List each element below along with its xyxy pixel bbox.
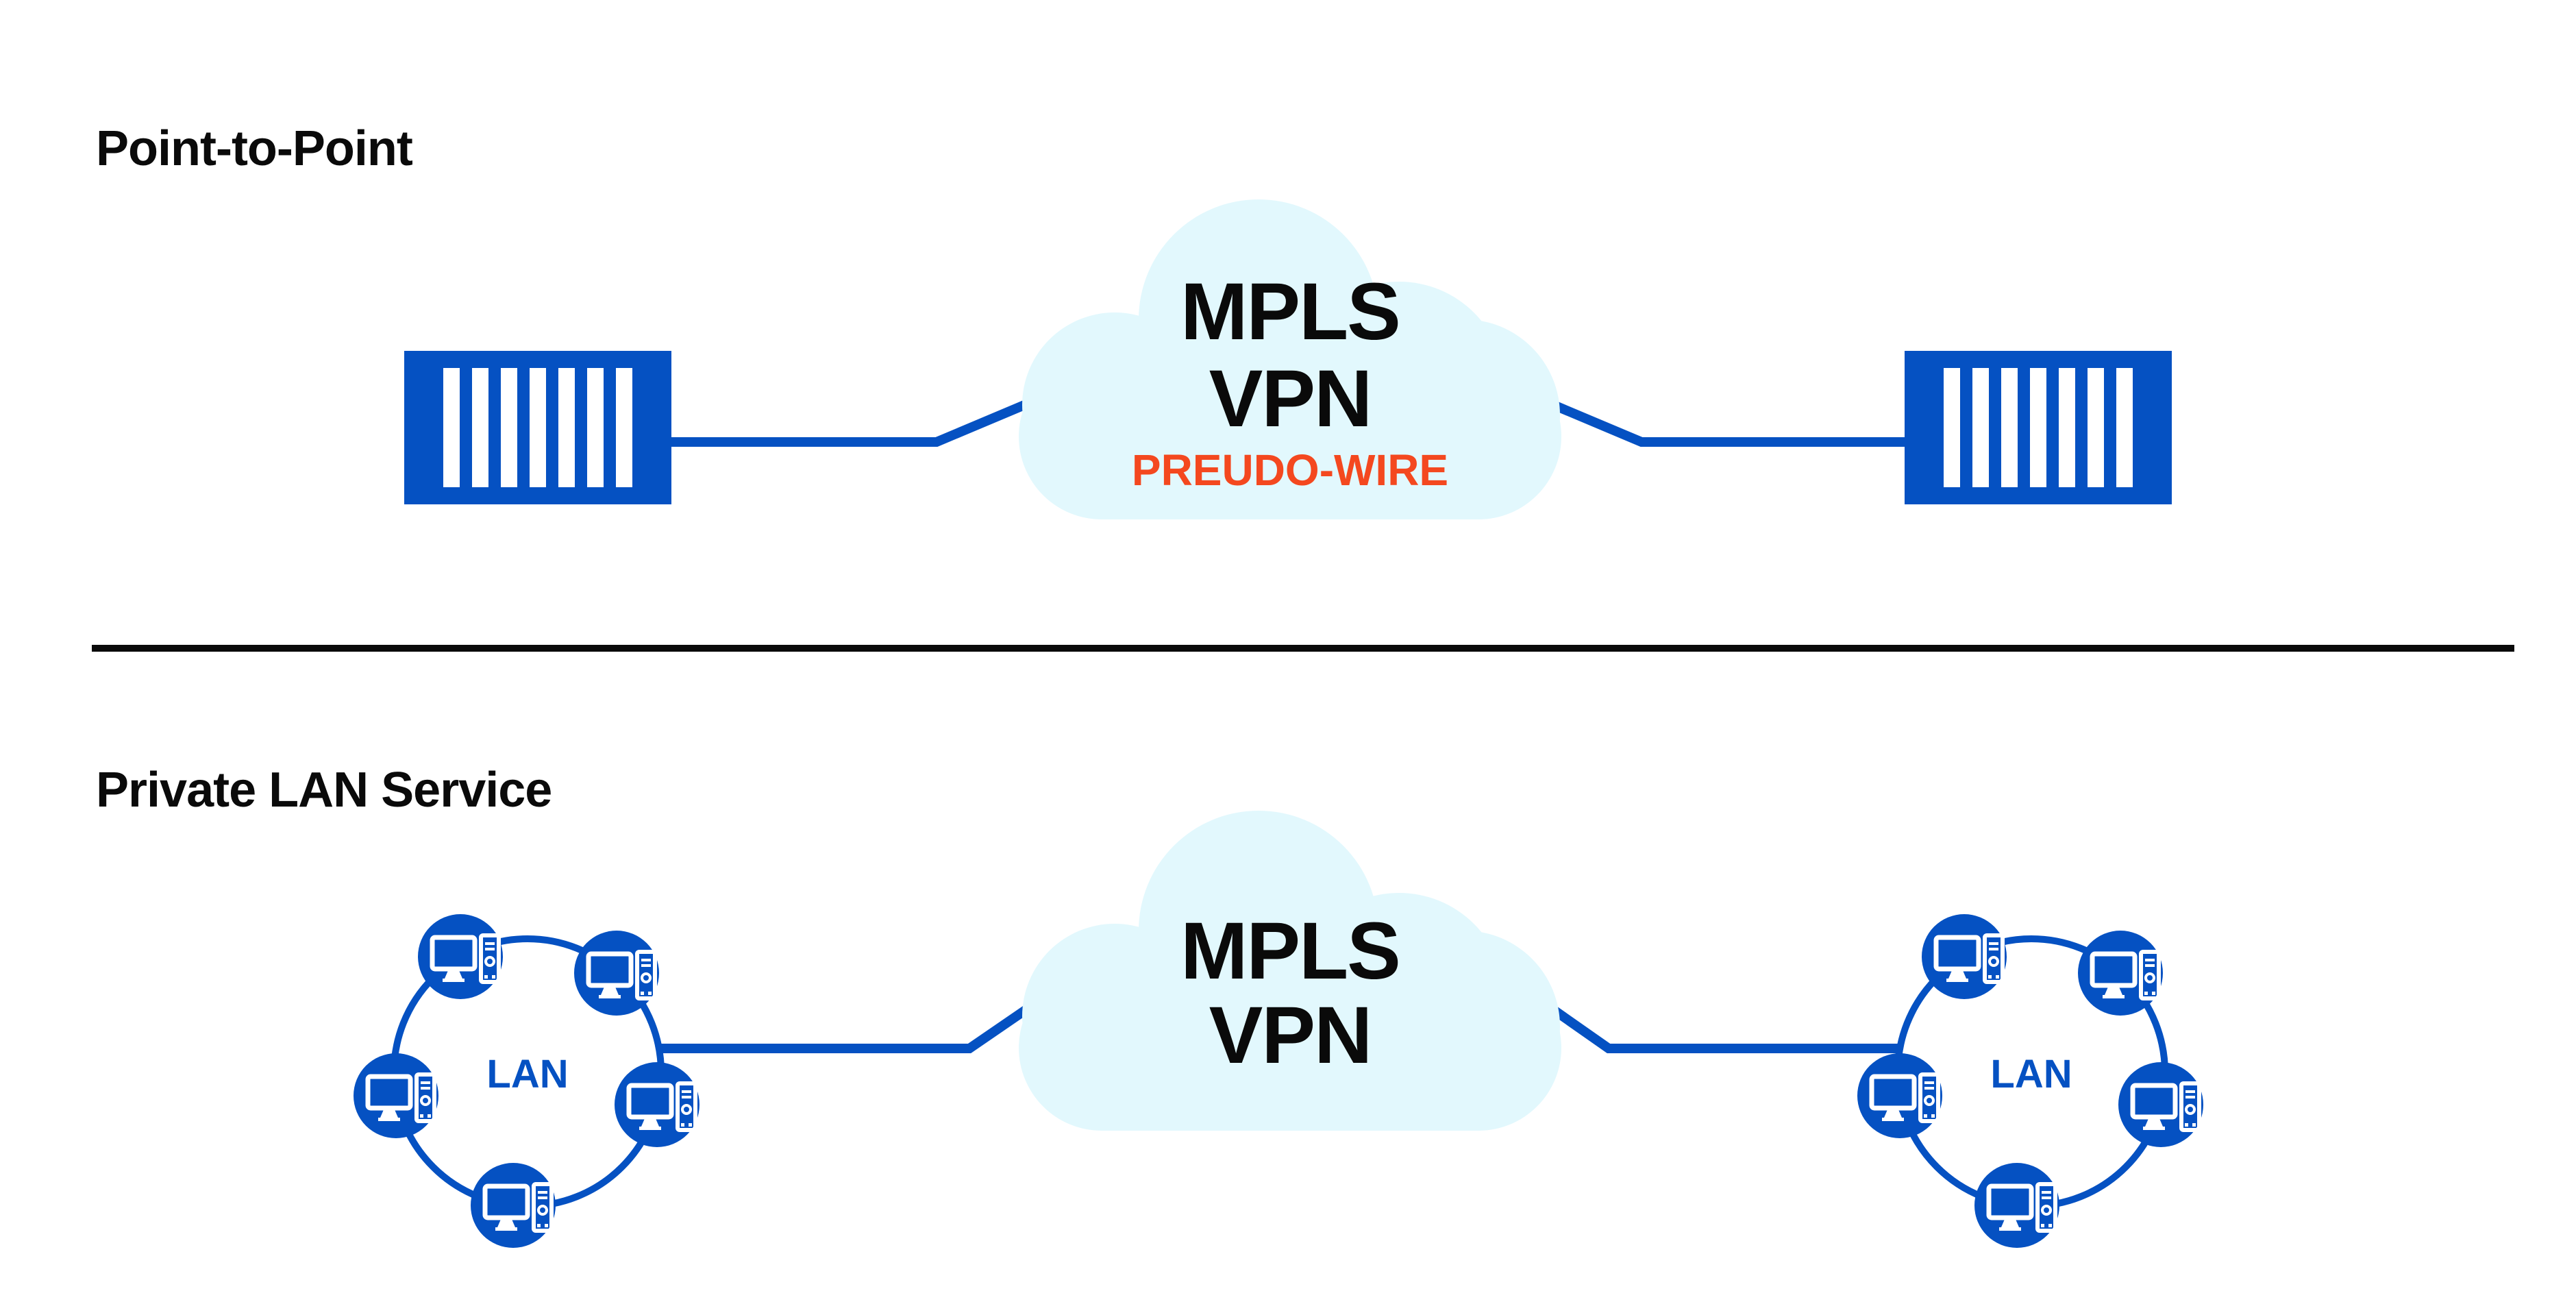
lan-label-right: LAN	[1990, 1052, 2072, 1096]
lan-label-left: LAN	[486, 1052, 569, 1096]
striped-device-left	[404, 351, 671, 504]
section-divider	[92, 645, 2514, 652]
lan-node	[1922, 914, 2007, 999]
lan-node	[1974, 1163, 2059, 1248]
lan-node	[2118, 1062, 2203, 1147]
device-stripes	[443, 368, 632, 487]
cloud-shape	[1019, 199, 1561, 519]
link-lan-right	[1546, 1003, 1902, 1053]
lan-node	[1857, 1053, 1942, 1138]
lan-node	[2078, 931, 2163, 1016]
link-p2p-left	[671, 399, 1030, 447]
lan-node	[615, 1062, 699, 1147]
section-title-private-lan-service: Private LAN Service	[96, 763, 552, 818]
striped-device-right	[1905, 351, 2172, 504]
cloud1-label-mpls: MPLS	[1180, 267, 1401, 357]
cloud2-label-vpn: VPN	[1209, 990, 1373, 1081]
cloud-shape	[1019, 811, 1561, 1131]
link-p2p-right	[1548, 399, 1906, 447]
lan-node	[471, 1163, 556, 1248]
lan-node	[574, 931, 659, 1016]
cloud2-label-mpls: MPLS	[1180, 906, 1401, 996]
lan-ring-left	[354, 914, 699, 1248]
link-lan-left	[659, 1003, 1033, 1053]
mpls-vpn-cloud-1	[1019, 199, 1561, 519]
lan-node	[354, 1053, 438, 1138]
mpls-vpn-cloud-2	[1019, 811, 1561, 1131]
cloud1-label-pseudo-wire: PREUDO-WIRE	[1131, 445, 1449, 495]
cloud1-label-vpn: VPN	[1209, 354, 1373, 444]
lan-ring-right	[1857, 914, 2203, 1248]
device-stripes	[1944, 368, 2133, 487]
section-title-point-to-point: Point-to-Point	[96, 121, 413, 176]
lan-node	[418, 914, 503, 999]
